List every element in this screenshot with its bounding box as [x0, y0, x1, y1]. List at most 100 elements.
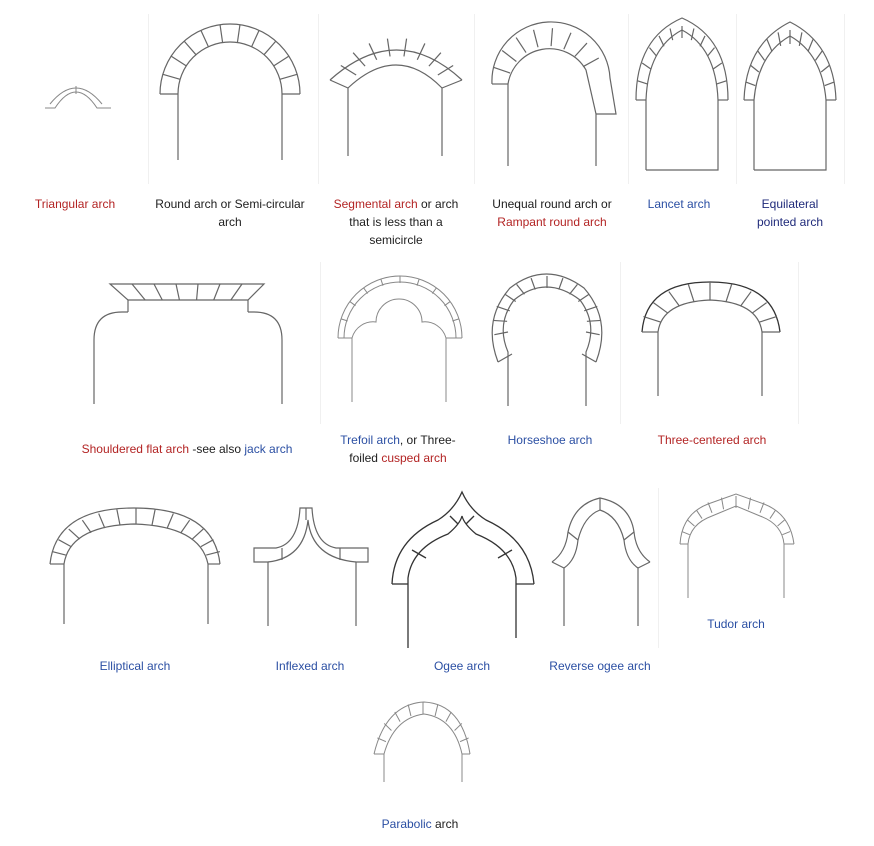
caption-link[interactable]: Reverse ogee arch — [549, 659, 651, 673]
voussoir-joint — [807, 39, 814, 52]
voussoir-joint — [58, 539, 72, 548]
arch-diagram-elliptical — [46, 500, 226, 630]
caption-link[interactable]: Trefoil arch — [340, 433, 400, 447]
voussoir-joint — [200, 30, 209, 47]
voussoir-joint — [428, 52, 442, 67]
voussoir-joint — [756, 50, 766, 61]
voussoir-joint — [641, 62, 652, 70]
caption-link[interactable]: Tudor arch — [707, 617, 765, 631]
voussoir-joint — [454, 723, 463, 731]
arch-diagram-tudor — [672, 488, 802, 608]
horseshoe-arch-drawing — [491, 273, 603, 406]
caption-link[interactable]: Horseshoe arch — [507, 433, 593, 447]
voussoir-joint — [431, 287, 437, 294]
arch-diagram-unequal — [476, 0, 628, 190]
arch-diagram-horseshoe — [474, 262, 620, 422]
voussoir-joint — [721, 497, 725, 510]
voussoir-joint — [690, 28, 695, 41]
voussoir-joint — [494, 331, 509, 336]
caption-text: Unequal round arch or — [492, 197, 612, 211]
voussoir-joint — [340, 65, 357, 76]
shouldered-arch-drawing — [93, 283, 283, 404]
voussoir-joint — [116, 509, 121, 526]
voussoir-joint — [749, 64, 760, 73]
voussoir-joint — [501, 49, 517, 62]
voussoir-joint — [151, 509, 156, 526]
voussoir-joint — [251, 30, 260, 47]
caption-link[interactable]: Three-centered arch — [657, 433, 767, 447]
caption-link[interactable]: Lancet arch — [647, 197, 711, 211]
voussoir-joint — [416, 43, 426, 61]
triangular-arch-drawing — [45, 86, 111, 109]
voussoir-joint — [766, 39, 773, 52]
caption-link[interactable]: Shouldered flat arch — [81, 442, 189, 456]
voussoir-joint — [444, 301, 451, 307]
voussoir-joint — [416, 278, 420, 286]
voussoir-joint — [515, 37, 527, 53]
caption-link[interactable]: cusped arch — [381, 451, 447, 465]
voussoir-joint — [175, 283, 181, 301]
caption-link[interactable]: Triangular arch — [34, 197, 116, 211]
caption-equilateral: Equilateral pointed arch — [748, 195, 832, 231]
voussoir-joint — [585, 331, 600, 336]
caption-lancet: Lancet arch — [634, 195, 724, 213]
voussoir-joint — [195, 283, 199, 301]
elliptical-arch-drawing — [49, 507, 221, 624]
voussoir-joint — [434, 704, 439, 717]
caption-shouldered: Shouldered flat arch -see also jack arch — [72, 440, 302, 458]
caption-link[interactable]: Segmental arch — [333, 197, 418, 211]
voussoir-joint — [352, 52, 366, 67]
voussoir-joint — [279, 73, 298, 80]
voussoir-joint — [782, 531, 791, 536]
caption-link[interactable]: jack arch — [244, 442, 293, 456]
caption-reverse-ogee: Reverse ogee arch — [536, 657, 664, 675]
caption-link[interactable]: Parabolic — [381, 817, 432, 831]
voussoir-joint — [437, 65, 454, 76]
caption-link[interactable]: Equilateral pointed arch — [756, 197, 824, 229]
caption-ogee: Ogee arch — [412, 657, 512, 675]
unequal-arch-drawing — [491, 21, 617, 166]
voussoir-joint — [496, 305, 510, 312]
voussoir-joint — [725, 284, 733, 302]
voussoir-joint — [820, 64, 831, 73]
voussoir-joint — [706, 47, 715, 57]
voussoir-joint — [577, 293, 590, 303]
caption-segmental: Segmental arch or arch that is less than… — [326, 195, 466, 249]
voussoir-joint — [707, 502, 713, 514]
arch-diagram-triangular — [0, 0, 148, 190]
voussoir-joint — [363, 287, 369, 294]
arch-diagram-trefoil — [322, 262, 472, 422]
voussoir-joint — [403, 38, 408, 57]
voussoir-joint — [273, 55, 290, 67]
parabolic-arch-drawing — [373, 701, 471, 782]
caption-link[interactable]: Rampant round arch — [497, 215, 607, 229]
voussoir-joint — [687, 519, 695, 527]
voussoir-joint — [377, 737, 387, 743]
arch-diagram-shouldered — [80, 270, 300, 420]
arch-diagram-three-centered — [622, 262, 798, 422]
voussoir-joint — [504, 293, 517, 303]
voussoir-joint — [368, 43, 378, 61]
voussoir-joint — [213, 283, 221, 301]
caption-link[interactable]: Elliptical arch — [99, 659, 171, 673]
voussoir-joint — [759, 315, 777, 323]
caption-link[interactable]: Inflexed arch — [275, 659, 345, 673]
reverse-ogee-arch-drawing — [551, 497, 651, 626]
voussoir-joint — [516, 283, 525, 295]
voussoir-joint — [386, 38, 391, 57]
caption-link[interactable]: Ogee arch — [433, 659, 491, 673]
voussoir-joint — [459, 737, 469, 743]
caption-unequal: Unequal round arch or Rampant round arch — [480, 195, 624, 231]
voussoir-joint — [798, 32, 803, 47]
caption-text: Round arch or Semi-circular arch — [155, 197, 305, 229]
caption-horseshoe: Horseshoe arch — [490, 431, 610, 449]
voussoir-joint — [653, 302, 669, 314]
voussoir-joint — [68, 528, 81, 540]
voussoir-joint — [180, 519, 191, 534]
voussoir-joint — [747, 497, 751, 510]
voussoir-joint — [745, 81, 756, 87]
voussoir-joint — [183, 40, 197, 56]
voussoir-joint — [643, 315, 661, 323]
voussoir-joint — [586, 319, 601, 322]
voussoir-joint — [649, 47, 658, 57]
